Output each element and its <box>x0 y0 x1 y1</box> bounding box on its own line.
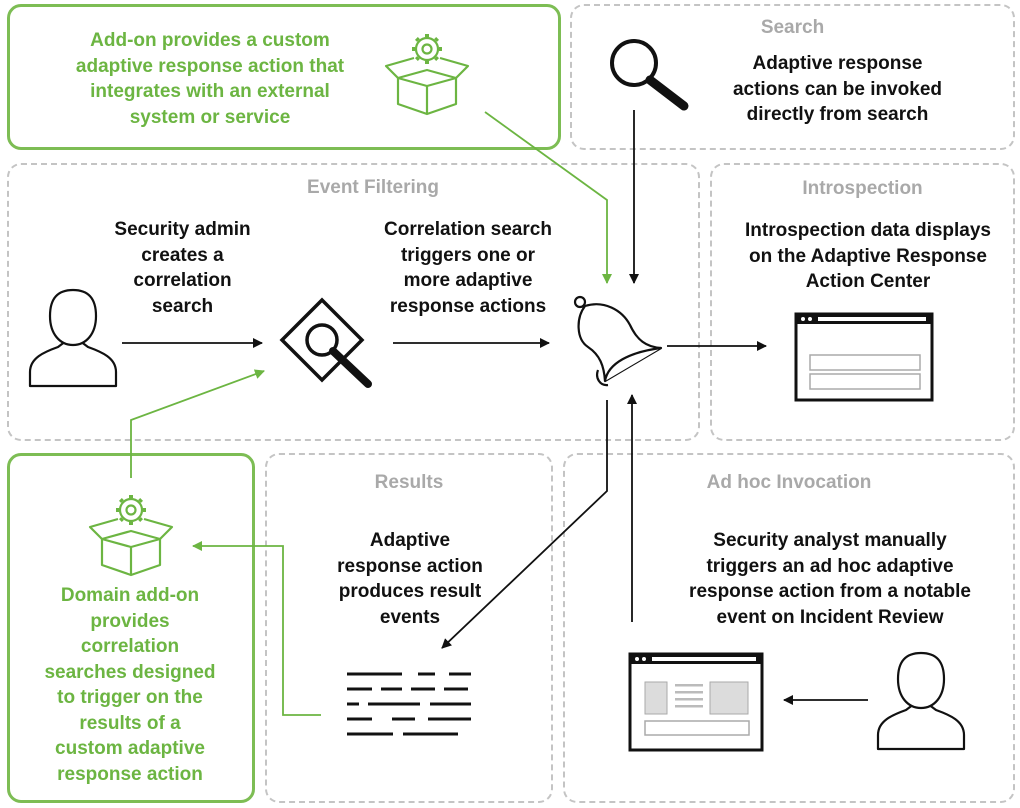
browser-window-icon <box>794 312 934 402</box>
introspection-text: Introspection data displays on the Adapt… <box>745 220 991 292</box>
adhoc-title: Ad hoc Invocation <box>706 472 872 493</box>
bell-icon <box>573 295 663 387</box>
addon-action-panel <box>7 4 561 150</box>
domain-addon-text: Domain add-on provides correlation searc… <box>44 585 216 785</box>
adhoc-text: Security analyst manually triggers an ad… <box>689 530 971 628</box>
addon-arrows <box>130 111 612 716</box>
user-icon <box>28 288 118 388</box>
event-filtering-title: Event Filtering <box>307 177 439 198</box>
introspection-title: Introspection <box>802 178 923 199</box>
user-icon <box>876 651 966 751</box>
browser-window-icon <box>628 652 764 752</box>
addon-action-text: Add-on provides a custom adaptive respon… <box>75 30 345 128</box>
correlation-text: Correlation search triggers one or more … <box>384 219 552 317</box>
gear-box-icon <box>88 495 174 577</box>
search-panel <box>570 4 1015 150</box>
results-panel <box>265 453 553 803</box>
admin-text: Security admin creates a correlation sea… <box>114 219 251 317</box>
search-diamond-icon <box>279 297 372 388</box>
adhoc-panel <box>563 453 1015 803</box>
log-lines-icon <box>347 672 471 736</box>
gear-box-icon <box>384 34 470 116</box>
search-text: Adaptive response actions can be invoked… <box>732 53 943 125</box>
magnifier-icon <box>610 39 689 111</box>
results-text: Adaptive response action produces result… <box>337 530 483 628</box>
event-filtering-panel <box>7 163 700 441</box>
search-title: Search <box>760 17 825 38</box>
results-title: Results <box>374 472 444 493</box>
flow-arrows <box>122 110 868 705</box>
introspection-panel <box>710 163 1015 441</box>
